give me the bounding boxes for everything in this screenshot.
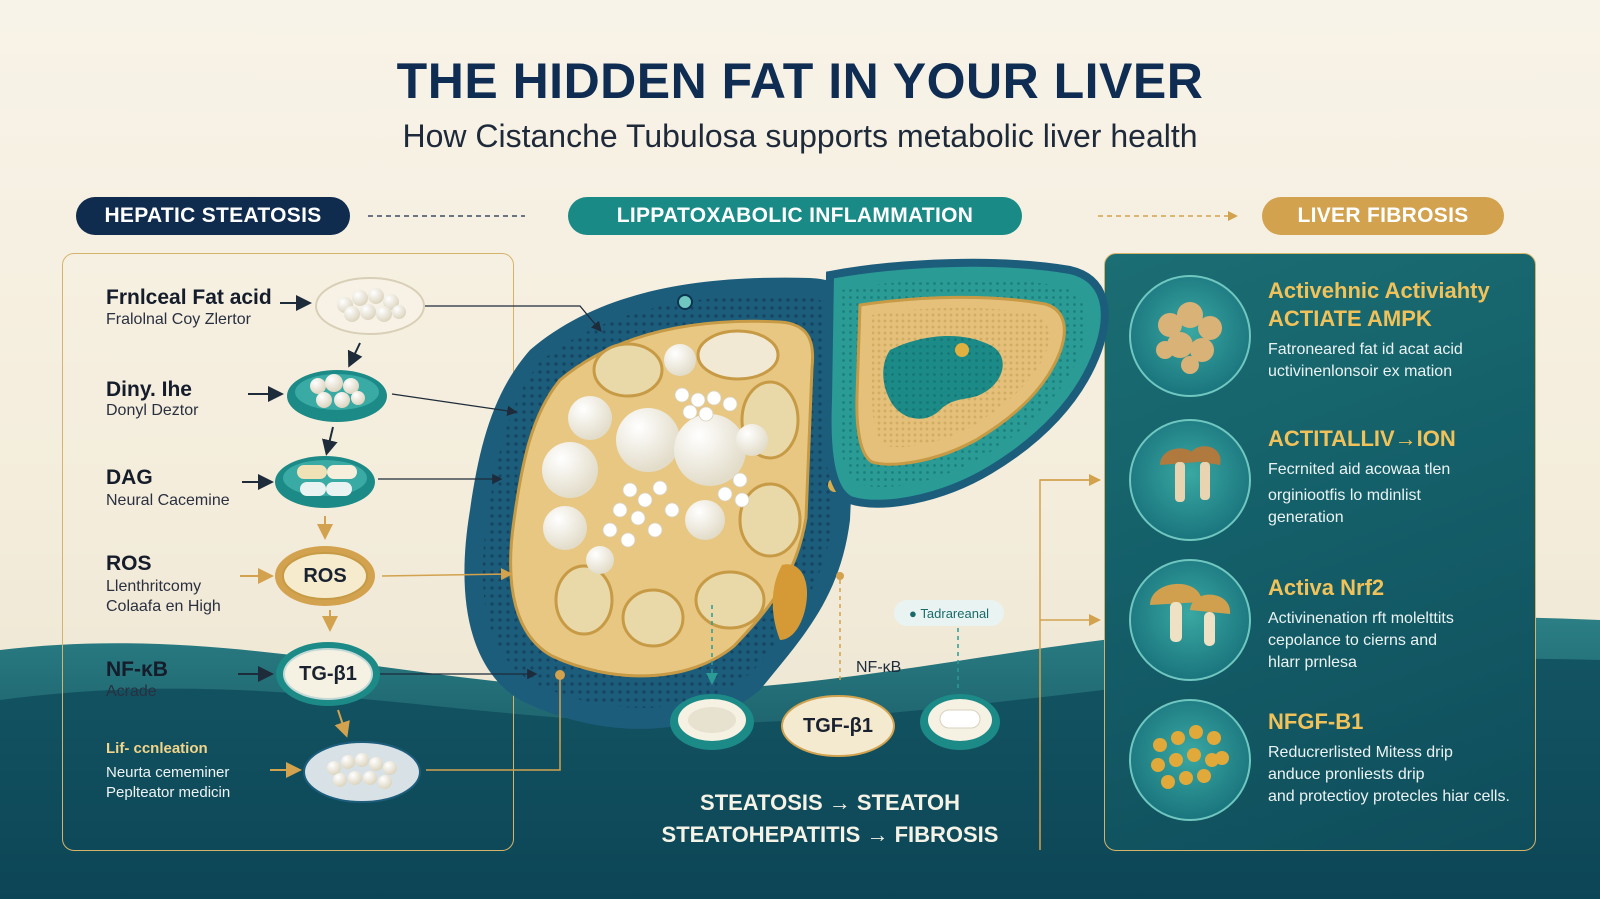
left-item-2-title: Diny. Ihe <box>106 378 192 401</box>
progression-line-2: STEATOHEPATITIS → FIBROSIS <box>661 822 999 847</box>
right-item-1-title1: Activehnic Activiahty <box>1268 278 1490 303</box>
right-item-3-sub1: Activinenation rft molelttits <box>1268 610 1454 627</box>
right-item-1-sub1: Fatroneared fat id acat acid <box>1268 341 1463 358</box>
left-item-6-title: Lif- ccnleation <box>106 740 208 757</box>
right-item-3-title: Activa Nrf2 <box>1268 575 1385 600</box>
progression-line-1: STEATOSIS → STEATOH <box>700 790 960 815</box>
left-item-4-title: ROS <box>106 552 152 575</box>
left-item-3-sub: Neural Cacemine <box>106 492 230 509</box>
nfkb-label: NF-κB <box>856 659 902 676</box>
stage-pill-steatosis: HEPATIC STEATOSIS <box>76 197 350 235</box>
left-item-6-sub1: Neurta cememiner <box>106 764 230 781</box>
page-subtitle: How Cistanche Tubulosa supports metaboli… <box>402 118 1198 154</box>
right-icons <box>1129 275 1251 821</box>
right-item-4-sub2: anduce pronliests drip <box>1268 766 1425 783</box>
left-item-1-title: Frnlceal Fat acid <box>106 286 272 309</box>
left-item-5-title: NF-κB <box>106 658 168 681</box>
left-item-3-title: DAG <box>106 466 153 489</box>
left-item-4-sub1: Llenthritcomy <box>106 578 202 595</box>
right-item-3-sub3: hlarr prnlesa <box>1268 654 1357 671</box>
seeds-icon <box>1129 699 1251 821</box>
liver-illustration <box>464 258 1109 729</box>
right-item-4-sub1: Reducrerlisted Mitess drip <box>1268 744 1453 761</box>
left-item-2-sub: Donyl Deztor <box>106 402 199 419</box>
right-item-2-sub2: orginiootfis lo mdinlist <box>1268 487 1421 504</box>
left-item-4-sub2: Colaafa en High <box>106 598 221 615</box>
left-item-1-sub: Fralolnal Coy Zlertor <box>106 311 251 328</box>
right-item-4-title: NFGF-B1 <box>1268 709 1364 734</box>
right-item-4-sub3: and protectioy protecles hiar cells. <box>1268 788 1510 805</box>
tissue-badge: ● Tadrareanal <box>894 600 1004 626</box>
right-item-2-title: ACTITALLIV→ION <box>1268 426 1456 451</box>
left-item-5-sub: Acrade <box>106 683 157 700</box>
right-item-1-title2: ACTIATE AMPK <box>1268 306 1432 331</box>
herb-root-icon <box>1129 275 1251 397</box>
stage-pill-inflammation: LIPPATOXABOLIC INFLAMMATION <box>568 197 1022 235</box>
node-ros-label: ROS <box>303 564 347 587</box>
right-item-1-sub2: uctivinenlonsoir ex mation <box>1268 363 1453 380</box>
node-tgb1-label: TG-β1 <box>299 662 357 685</box>
right-item-3-sub2: cepolance to cierns and <box>1268 632 1437 649</box>
left-item-6-sub2: Peplteator medicin <box>106 784 231 801</box>
node-tgf-label: TGF-β1 <box>803 714 873 737</box>
mushroom-cluster-icon <box>1129 559 1251 681</box>
badge-label: Tadrareanal <box>920 605 990 621</box>
right-item-2-sub3: generation <box>1268 509 1344 526</box>
page-title: THE HIDDEN FAT IN YOUR LIVER <box>396 53 1204 109</box>
right-item-2-sub1: Fecrnited aid acowaa tlen <box>1268 461 1451 478</box>
badge-leaf-icon: ● <box>908 605 921 621</box>
stage-pill-fibrosis: LIVER FIBROSIS <box>1262 197 1504 235</box>
mushroom-icon <box>1129 419 1251 541</box>
